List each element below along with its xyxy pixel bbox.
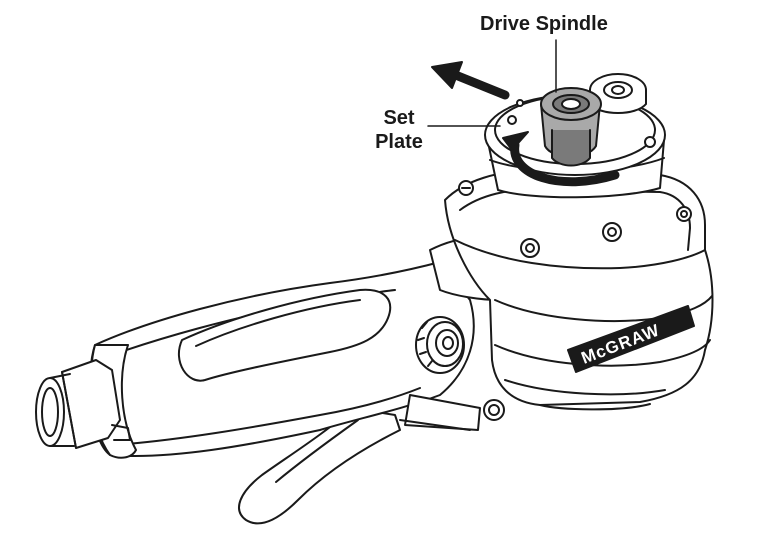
trigger-lever xyxy=(238,407,401,525)
drive-spindle xyxy=(540,87,602,167)
housing-screws xyxy=(458,180,692,258)
air-inlet-fitting xyxy=(35,359,131,449)
side-nut xyxy=(589,73,647,114)
direction-arrow xyxy=(431,61,510,100)
regulator-knob xyxy=(415,316,465,374)
grip-pad xyxy=(177,288,392,382)
pivot-bolt xyxy=(483,399,505,421)
rotation-arrow xyxy=(502,131,620,187)
set-plate-label: Set Plate xyxy=(372,106,426,154)
leader-lines xyxy=(427,39,557,127)
set-plate-label-line2: Plate xyxy=(375,131,423,153)
head-housing xyxy=(444,170,714,411)
drive-spindle-label: Drive Spindle xyxy=(480,13,608,35)
set-plate-label-line1: Set xyxy=(383,107,415,129)
